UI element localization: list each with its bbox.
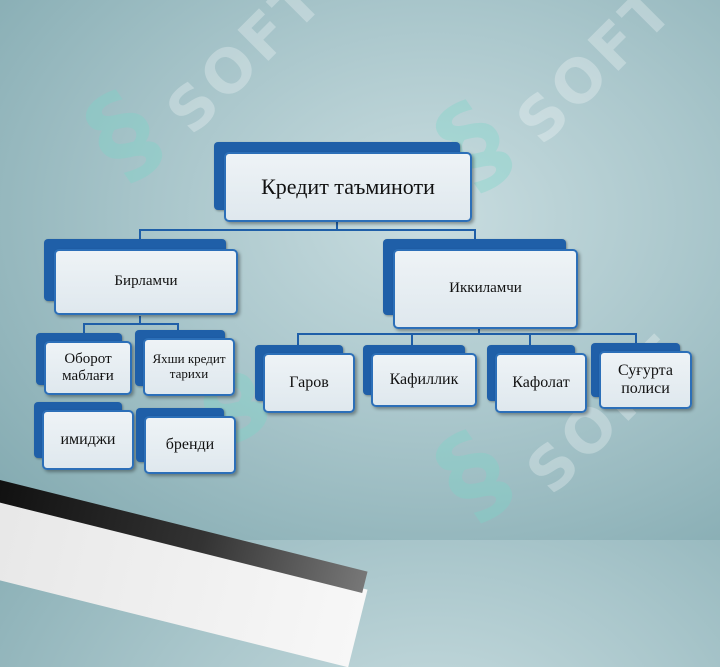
secondary-child-label: Кафолат <box>512 373 570 391</box>
primary-child-node: Яхши кредит тарихи <box>135 330 235 396</box>
secondary-child-label: Кафиллик <box>389 370 459 388</box>
slide: § SOFT § SOFT § § SOFT Кредит таъминоти … <box>0 65 692 667</box>
secondary-label: Иккиламчи <box>449 280 522 297</box>
primary-child-node: Оборот маблағи <box>36 333 132 395</box>
primary-child-label: Оборот маблағи <box>62 350 114 384</box>
secondary-child-label: Гаров <box>289 373 329 391</box>
primary-child-label: имиджи <box>60 430 116 448</box>
secondary-child-label: Суғурта полиси <box>618 361 673 397</box>
secondary-child-node: Суғурта полиси <box>591 343 692 409</box>
secondary-child-node: Кафиллик <box>363 345 477 407</box>
primary-label: Бирламчи <box>114 273 178 290</box>
secondary-child-node: Гаров <box>255 345 355 413</box>
primary-child-node: бренди <box>136 408 236 474</box>
secondary-node: Иккиламчи <box>383 239 580 331</box>
secondary-child-node: Кафолат <box>487 345 587 413</box>
primary-node: Бирламчи <box>44 239 240 317</box>
primary-child-label: Яхши кредит тарихи <box>152 351 226 381</box>
connector-lines <box>83 222 637 345</box>
root-node: Кредит таъминоти <box>214 142 472 224</box>
primary-child-node: имиджи <box>34 402 134 470</box>
primary-child-label: бренди <box>165 435 215 453</box>
root-label: Кредит таъминоти <box>261 174 435 200</box>
